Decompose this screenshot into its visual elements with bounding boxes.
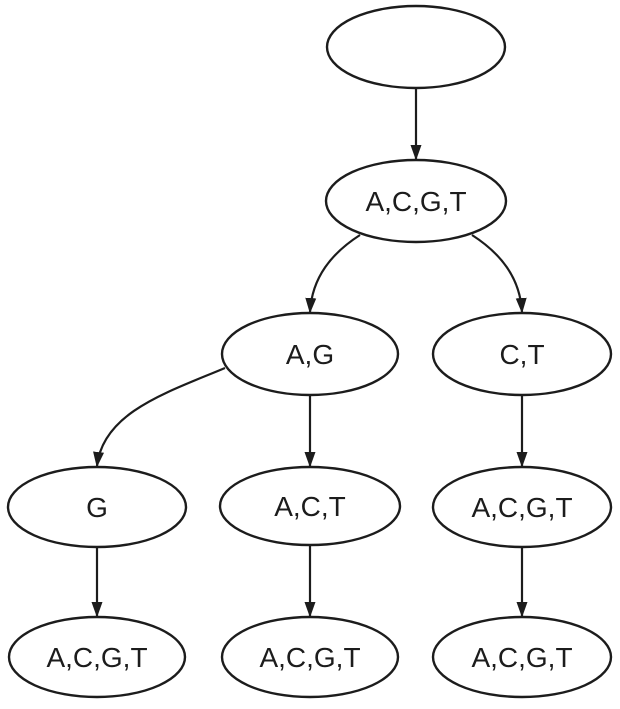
node-ct-label: C,T	[499, 339, 544, 370]
node-acgt-level4-ellipse	[431, 465, 613, 549]
node-acgt-level2-label: A,C,G,T	[365, 186, 466, 217]
node-acgt-level2-ellipse	[324, 158, 508, 244]
node-ct-ellipse	[431, 311, 613, 397]
node-ag: A,G	[220, 311, 400, 397]
node-leaf-left-label: A,C,G,T	[46, 642, 147, 673]
node-g-ellipse	[6, 465, 188, 549]
node-ag-ellipse	[220, 311, 400, 397]
node-act-ellipse	[218, 465, 402, 547]
node-g-label: G	[86, 492, 108, 523]
edge-acgt-to-ct	[471, 234, 522, 312]
node-root-ellipse	[325, 4, 507, 90]
node-acgt-level2: A,C,G,T	[324, 158, 508, 244]
node-acgt-level4-label: A,C,G,T	[471, 492, 572, 523]
node-act-label: A,C,T	[274, 491, 346, 522]
node-group: A,C,G,T A,G C,T G A,C,T A,C,G,T	[6, 4, 613, 699]
node-root	[325, 4, 507, 90]
edge-group	[97, 89, 522, 616]
node-leaf-right-label: A,C,G,T	[471, 642, 572, 673]
node-leaf-left-ellipse	[7, 615, 187, 699]
edge-acgt-to-ag	[310, 234, 361, 312]
node-g: G	[6, 465, 188, 549]
node-leaf-middle-ellipse	[220, 615, 400, 699]
node-ct: C,T	[431, 311, 613, 397]
node-acgt-level4: A,C,G,T	[431, 465, 613, 549]
node-ag-label: A,G	[286, 339, 334, 370]
node-leaf-middle: A,C,G,T	[220, 615, 400, 699]
node-leaf-left: A,C,G,T	[7, 615, 187, 699]
node-leaf-right: A,C,G,T	[431, 615, 613, 699]
node-act: A,C,T	[218, 465, 402, 547]
node-leaf-right-ellipse	[431, 615, 613, 699]
node-leaf-middle-label: A,C,G,T	[259, 642, 360, 673]
edge-ag-to-g	[97, 366, 226, 466]
